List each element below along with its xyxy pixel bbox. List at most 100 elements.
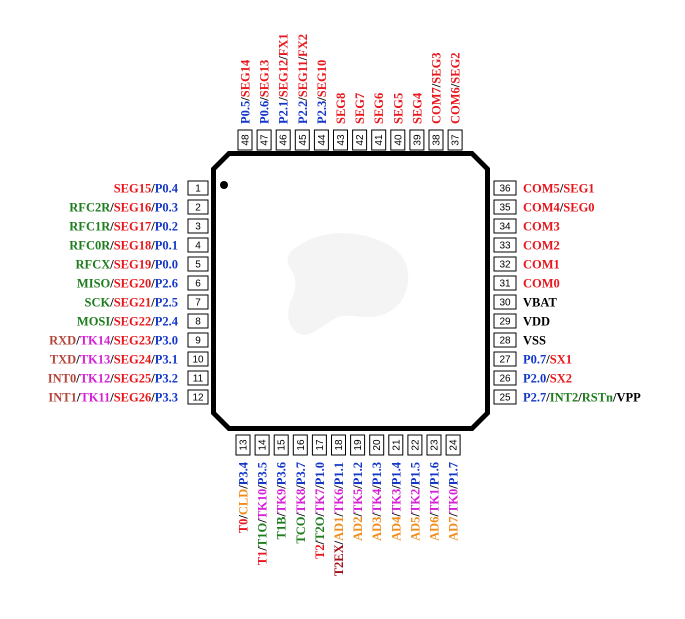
pin-pad [187,275,209,291]
pin-label-segment: RFC2R [69,201,111,215]
pin-label-segment: / [150,201,155,215]
pin-label-segment: TK10 [256,489,270,520]
pin-label-segment: RSTn [582,391,613,405]
pin-label-segment: / [109,391,114,405]
pin-label-segment: / [256,519,270,524]
pin-number: 35 [499,203,511,214]
pin-label: COM1 [523,258,560,272]
pin-label-segment: COM4 [523,201,561,215]
pin-number: 18 [334,439,345,451]
pin-label-segment: SEG16 [114,201,152,215]
pin-label-segment: TK14 [80,334,111,348]
pin-label-segment: MISO [77,277,111,291]
pin-label-segment: / [313,540,327,545]
pin-label-segment: RFC0R [69,239,111,253]
pin-number: 11 [193,374,204,385]
pin-label-segment: T2 [313,544,327,559]
pin-pad [407,434,423,456]
pin-label: RFC1R/SEG17/P0.2 [69,220,178,234]
pin-number: 1 [195,184,201,195]
pin-label-segment: / [545,372,550,386]
pin-label-segment: COM7 [430,87,444,124]
pin-label: P0.6/SEG13 [258,60,272,124]
pin-label-segment: / [545,353,550,367]
pin-number: 16 [296,439,307,451]
pin-label-segment: TK11 [80,391,110,405]
pin-label-segment: / [150,258,155,272]
pin-label-segment: T0 [237,519,251,534]
pin-pad [388,434,404,456]
pin-label-segment: FX1 [277,33,291,56]
pin-label-segment: RFCX [76,258,111,272]
pin-label: RFCX/SEG19/P0.0 [76,258,178,272]
pin-label-segment: / [428,513,442,518]
pin-label-segment: SEG26 [114,391,152,405]
pin-label-segment: P1.3 [370,462,384,485]
pin-label-segment: P0.6 [258,101,272,124]
pin-label: P0.5/SEG14 [239,59,253,124]
pin-label-segment: SEG18 [114,239,152,253]
pin-label-segment: SEG19 [114,258,152,272]
pin-pad [292,434,308,456]
pin-label: MOSI/SEG22/P2.4 [77,315,179,329]
pin-label-segment: AD5 [408,517,422,541]
pin-label-segment: SEG2 [449,52,463,83]
chip-package-layer [211,151,490,431]
pin-label-segment: / [150,315,155,329]
pin-pad [187,256,209,272]
pin-label-segment: / [389,513,403,518]
pin-label-segment: / [370,513,384,518]
pin-label-segment: / [447,485,461,490]
pin-label-segment: COM5 [523,182,560,196]
pin-number: 5 [195,260,201,271]
pin-label-segment: P1.4 [389,461,403,485]
pin-label-segment: SEG23 [114,334,152,348]
pin-number: 12 [192,393,204,404]
pin-number: 45 [298,134,309,146]
pin-label: P2.7/INT2/RSTn/VPP [523,391,641,405]
pin-label-segment: TK2 [408,489,422,513]
pin-label-segment: SEG20 [114,277,152,291]
pin-number: 24 [449,439,460,451]
pin-label: TXD/TK13/SEG24/P3.1 [50,353,178,367]
pin-label-segment: / [277,56,291,61]
pin-label-segment: VBAT [523,296,557,310]
pin-label-segment: P3.5 [256,462,270,485]
pin-label-segment: SEG13 [258,60,272,98]
pin-label-segment: P3.6 [275,462,289,485]
pin-pad [187,199,209,215]
pin-pad [273,434,289,456]
pin-label-segment: P1.5 [408,462,422,485]
pin-label-segment: AD7 [447,517,461,541]
pin-label-segment: / [150,277,155,291]
pin-label-segment: / [332,540,346,545]
pin-number: 34 [499,222,511,233]
pin-label-segment: / [150,353,155,367]
pin-label: INT0/TK12/SEG25/P3.2 [48,372,178,386]
pin-number: 47 [260,134,271,146]
watermark-icon [287,233,409,335]
pin-label: COM0 [523,277,560,291]
pin-label-segment: P0.7 [523,353,546,367]
pin-label-segment: RFC1R [69,220,111,234]
pin-label-segment: SEG5 [391,93,405,124]
pin-pad [493,370,517,386]
pin-label-segment: TXD [50,353,76,367]
pin-label-segment: VPP [616,391,641,405]
pins-layer: 1SEG15/P0.42RFC2R/SEG16/P0.33RFC1R/SEG17… [48,33,641,576]
pin-label-segment: P0.3 [155,201,178,215]
pin-label: P2.3/SEG10 [315,60,329,124]
pin-label-segment: P2.1 [277,101,291,124]
